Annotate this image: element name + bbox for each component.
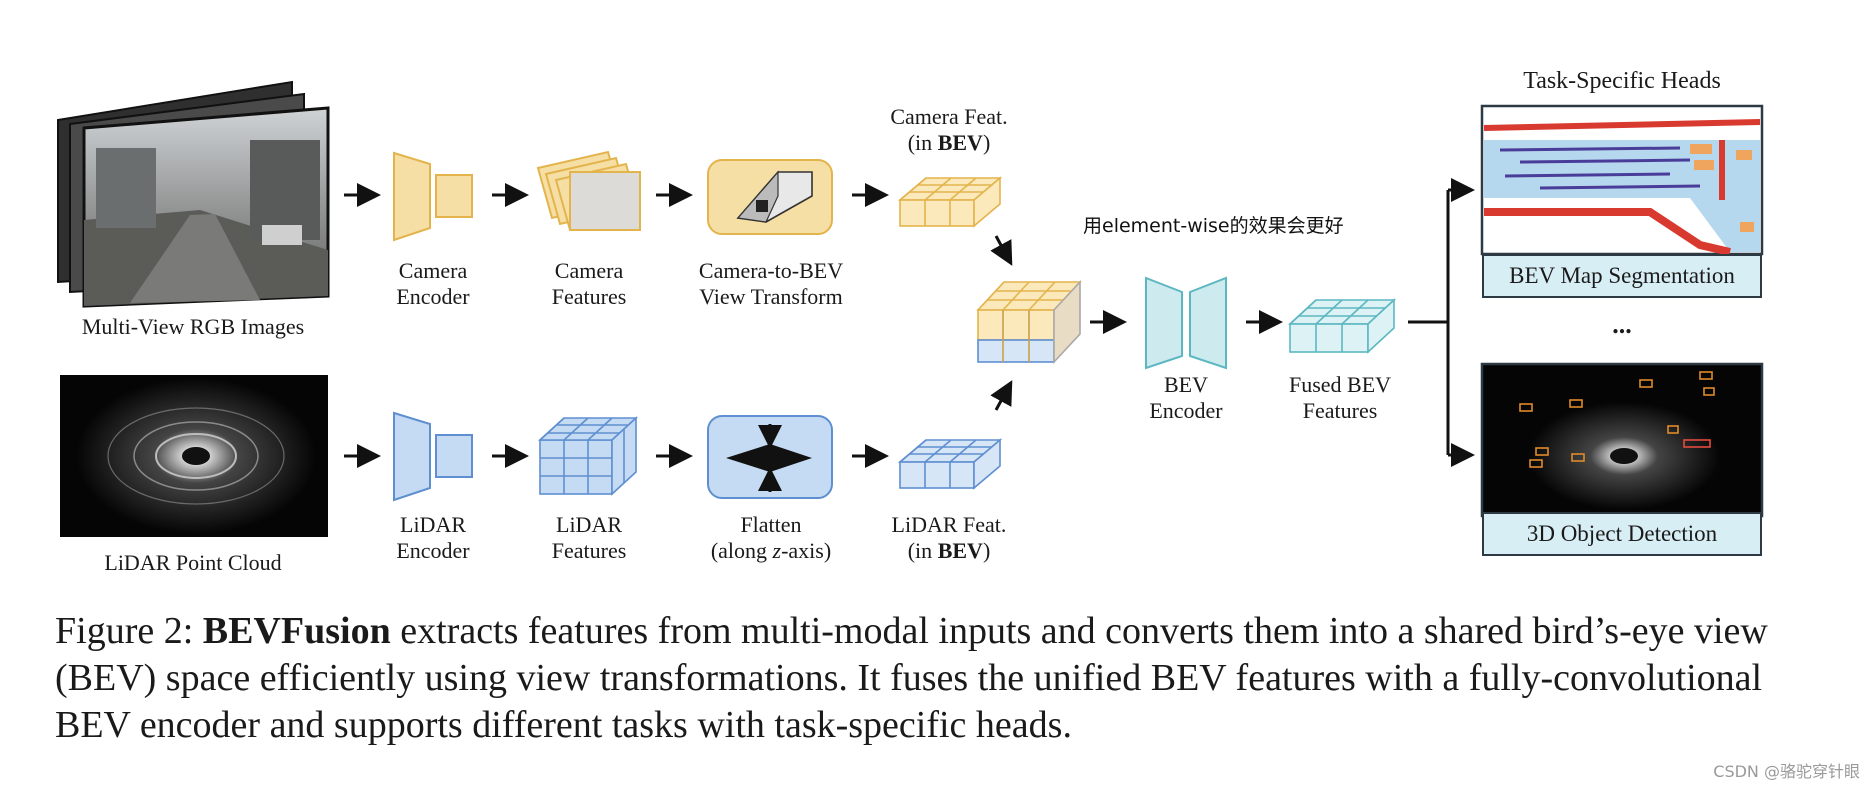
lidar-encoder-label: LiDAR Encoder (370, 512, 496, 564)
lidar-bev-feat-label-line2: (in BEV) (907, 538, 991, 563)
lidar-encoder-shape (393, 411, 473, 502)
fused-bev-label-line1: Fused BEV (1288, 372, 1392, 397)
object-detection-label: 3D Object Detection (1482, 512, 1762, 556)
object-detection-image (1480, 362, 1764, 518)
camera-encoder-shape (393, 151, 473, 242)
view-transform-label-line1: Camera-to-BEV (698, 258, 844, 283)
fused-bev-label: Fused BEV Features (1262, 372, 1418, 424)
flatten-label-line2: (along z-axis) (710, 538, 832, 563)
lidar-encoder-label-line1: LiDAR (400, 512, 466, 537)
camera-features-shape (536, 150, 642, 232)
caption-prefix: Figure 2: (55, 610, 203, 652)
bev-encoder-shape (1145, 276, 1227, 370)
lidar-encoder-label-line2: Encoder (396, 538, 470, 563)
camera-bev-feat-label-line2: (in BEV) (907, 130, 991, 155)
fusion-arrows (1090, 178, 1475, 467)
camera-features-label-line2: Features (551, 284, 627, 309)
lidar-features-shape (537, 416, 639, 496)
bevfusion-diagram (57, 80, 1764, 537)
concatenated-bev-grid (976, 279, 1082, 365)
camera-bev-feat-label-line1: Camera Feat. (890, 104, 1008, 129)
csdn-watermark: CSDN @骆驼穿针眼 (1713, 762, 1860, 781)
flatten-label: Flatten (along z-axis) (676, 512, 866, 564)
caption-body: extracts features from multi-modal input… (55, 610, 1768, 746)
rgb-image-stack (57, 80, 330, 308)
fused-bev-label-line2: Features (1302, 398, 1378, 423)
bev-map-segmentation-image (1480, 104, 1764, 256)
camera-bev-feature-grid (897, 176, 1003, 228)
lidar-point-cloud-label: LiDAR Point Cloud (104, 550, 282, 575)
lidar-bev-feat-label-line1: LiDAR Feat. (891, 512, 1007, 537)
lidar-bev-feat-label: LiDAR Feat. (in BEV) (874, 512, 1024, 564)
lidar-bev-feature-grid (897, 438, 1003, 490)
camera-branch-arrows (344, 183, 1013, 266)
camera-features-label-line1: Camera (554, 258, 624, 283)
fused-bev-feature-grid (1287, 298, 1397, 354)
bev-encoder-label: BEV Encoder (1120, 372, 1252, 424)
camera-encoder-label: Camera Encoder (370, 258, 496, 310)
bev-map-segmentation-label: BEV Map Segmentation (1482, 254, 1762, 298)
lidar-branch-arrows (344, 380, 1013, 468)
view-transform-label-line2: View Transform (699, 284, 843, 309)
lidar-features-label-line1: LiDAR (556, 512, 622, 537)
lidar-point-cloud-image (60, 375, 328, 537)
flatten-shape (707, 415, 833, 499)
flatten-label-line1: Flatten (740, 512, 802, 537)
bev-encoder-label-line2: Encoder (1149, 398, 1223, 423)
caption-title: BEVFusion (202, 610, 391, 652)
task-heads-title: Task-Specific Heads (1523, 68, 1721, 94)
rgb-images-label: Multi-View RGB Images (81, 314, 305, 339)
lidar-features-label: LiDAR Features (526, 512, 652, 564)
camera-encoder-label-line1: Camera (398, 258, 468, 283)
camera-bev-feat-label: Camera Feat. (in BEV) (874, 104, 1024, 156)
camera-to-bev-transform-shape (707, 159, 833, 235)
camera-features-label: Camera Features (526, 258, 652, 310)
handwritten-note: 用element-wise的效果会更好 (1083, 215, 1344, 237)
more-heads-ellipsis: ... (1612, 310, 1632, 339)
camera-encoder-label-line2: Encoder (396, 284, 470, 309)
lidar-features-label-line2: Features (551, 538, 627, 563)
bev-encoder-label-line1: BEV (1164, 372, 1208, 397)
figure-caption: Figure 2: BEVFusion extracts features fr… (55, 608, 1835, 749)
view-transform-label: Camera-to-BEV View Transform (676, 258, 866, 310)
